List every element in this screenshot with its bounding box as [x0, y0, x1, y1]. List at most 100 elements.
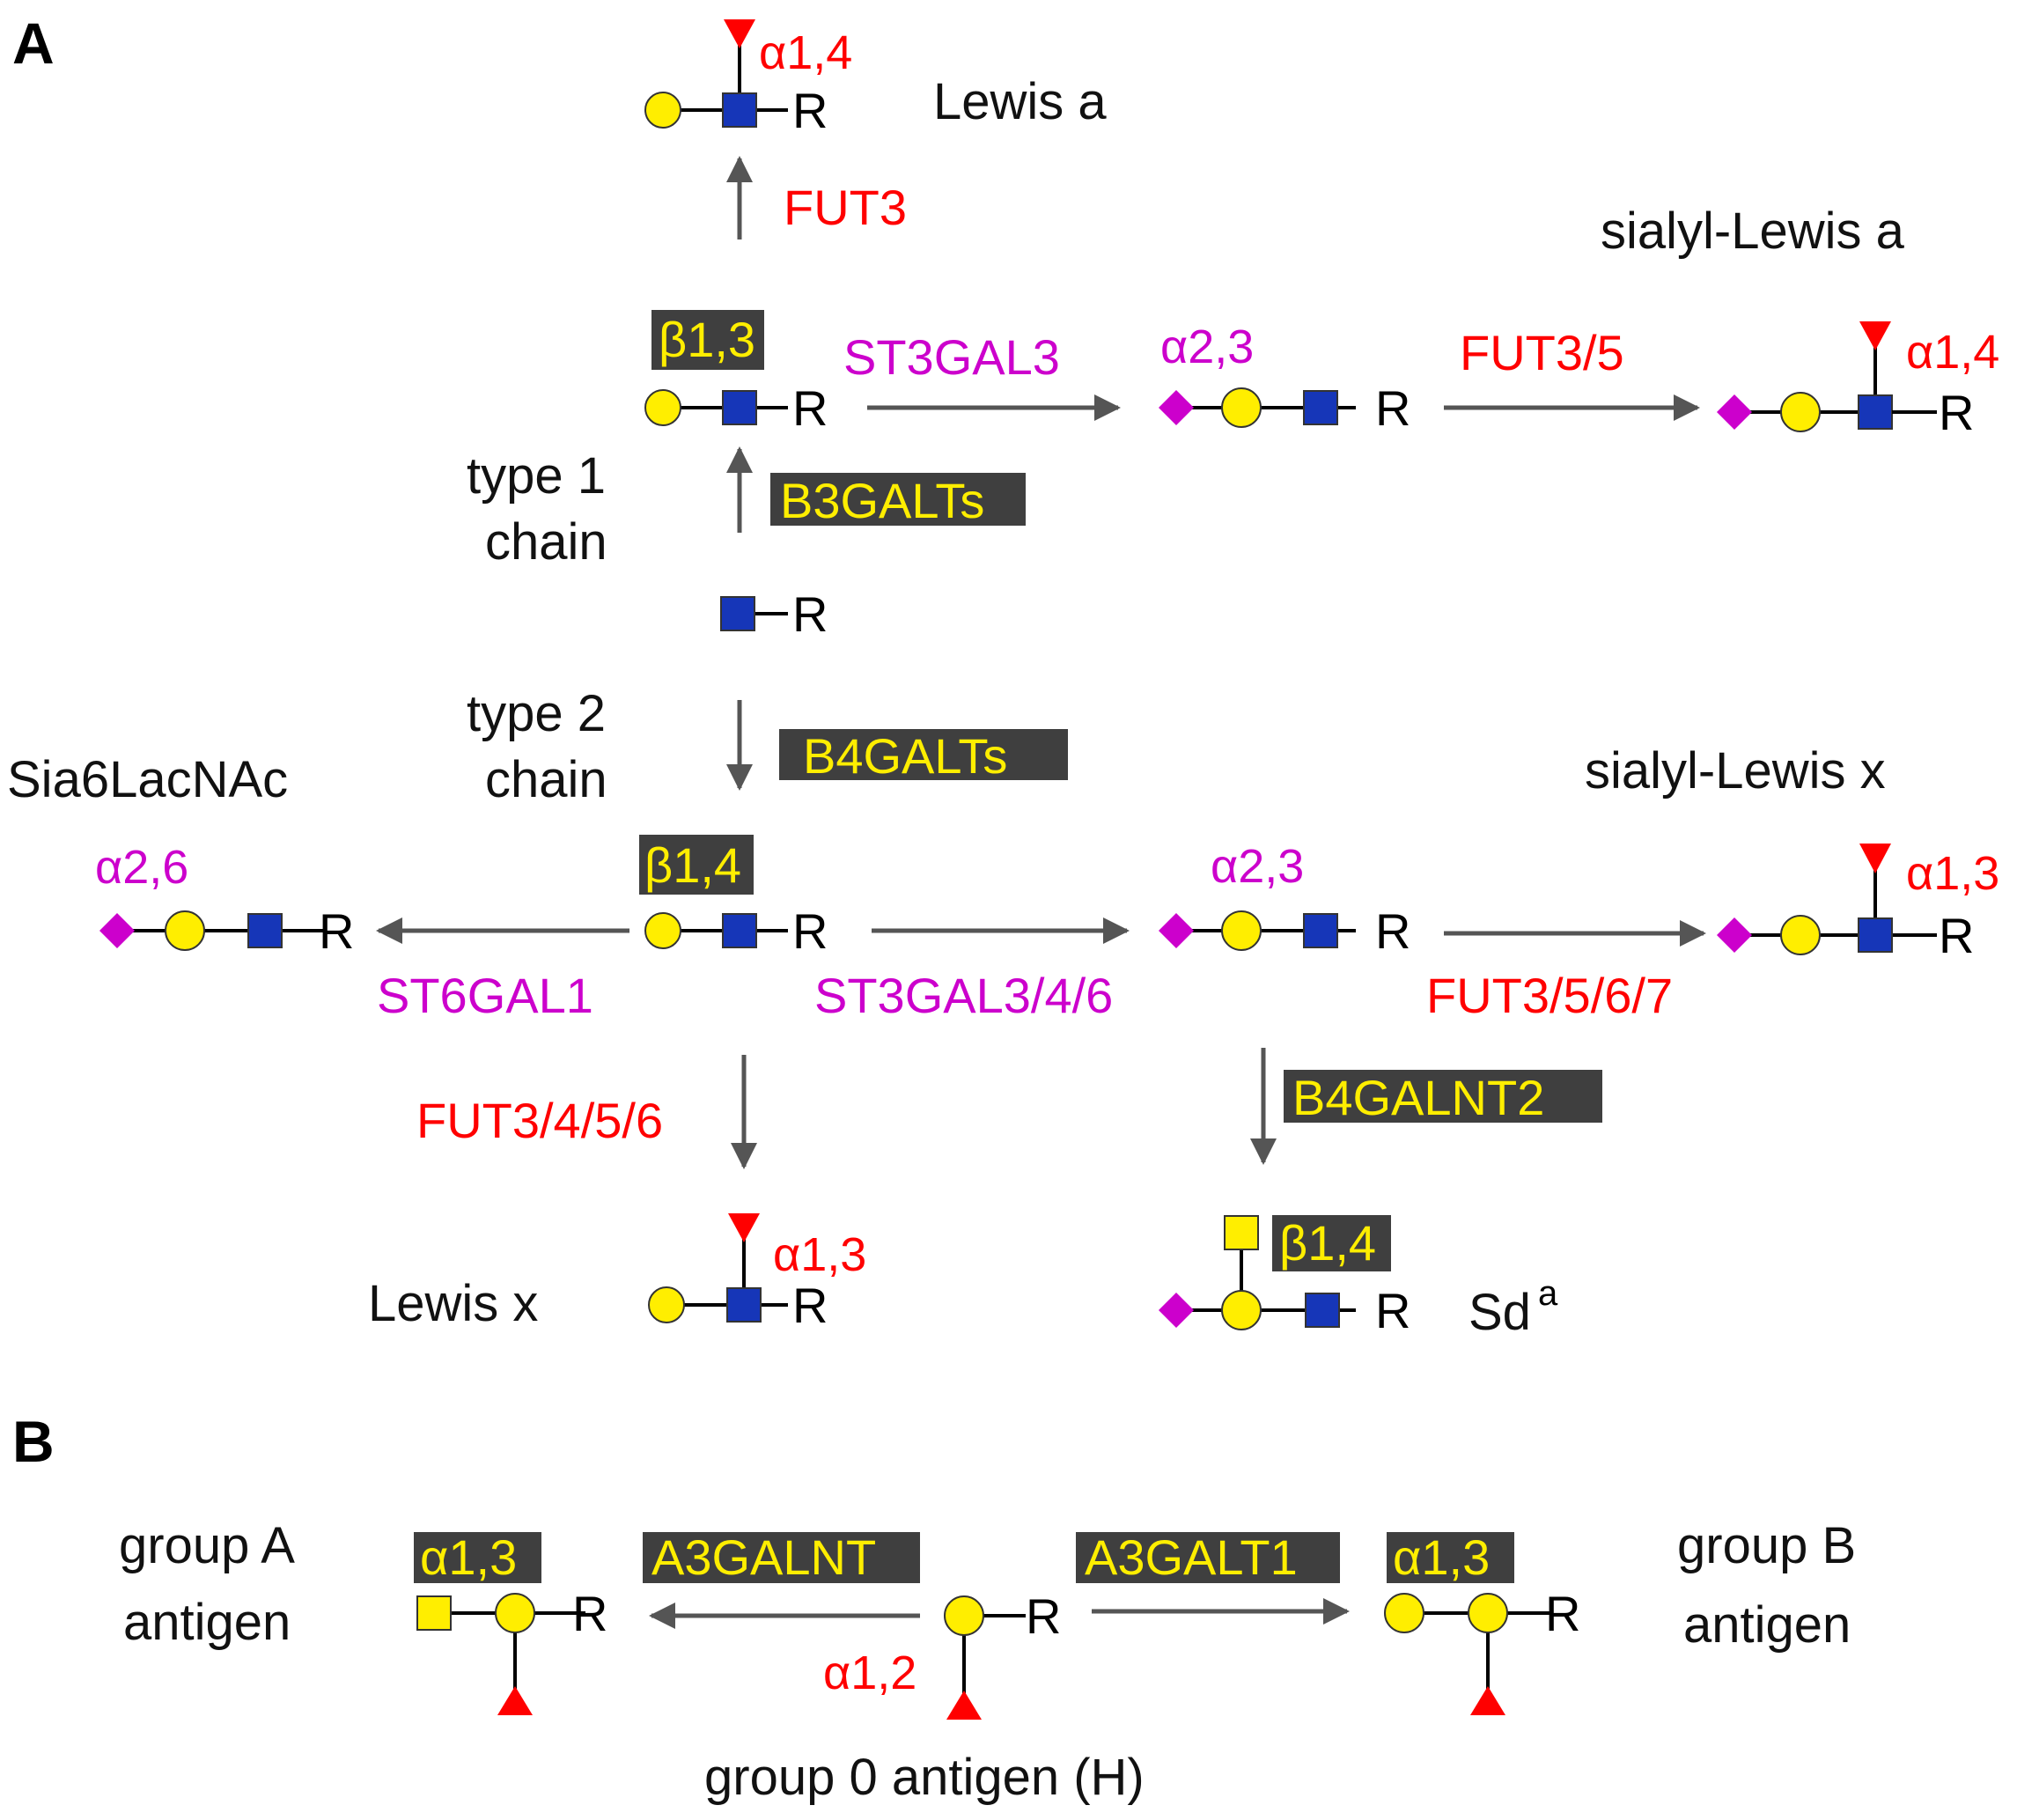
linkage-type2-gal: β1,4 — [644, 837, 741, 893]
galnac-icon — [416, 1595, 452, 1631]
galactose-icon — [1780, 392, 1821, 432]
sialic-acid-icon — [99, 913, 135, 948]
linkage-sia3-lacnac-sia: α2,3 — [1211, 840, 1304, 893]
enzyme-fut3-5: FUT3/5 — [1460, 325, 1624, 380]
linkage-sialyl-lewis-a-fuc: α1,4 — [1906, 326, 1999, 379]
enzyme-st3gal3: ST3GAL3 — [843, 329, 1060, 385]
fucose-icon — [1859, 844, 1891, 873]
galactose-icon — [1384, 1593, 1424, 1633]
linkage-group-a-galnac: α1,3 — [420, 1529, 517, 1585]
enzyme-st3gal3-4-6: ST3GAL3/4/6 — [814, 968, 1113, 1023]
glycan-group-0: R — [944, 1588, 1061, 1720]
glycan-sialyl-type1: R — [1159, 380, 1410, 436]
enzyme-box-a3galnt — [643, 1532, 920, 1583]
enzyme-fut3-4-5-6: FUT3/4/5/6 — [416, 1093, 663, 1148]
label-group-b-line1: group B — [1677, 1517, 1856, 1574]
enzyme-fut3-5-6-7: FUT3/5/6/7 — [1426, 968, 1673, 1023]
glycan-group-b: R — [1384, 1586, 1580, 1715]
glcnac-icon — [1858, 394, 1893, 430]
glycan-type1-chain: R — [644, 380, 828, 436]
galactose-icon — [495, 1593, 535, 1633]
enzyme-box-b4galts — [779, 729, 1068, 780]
glcnac-icon — [726, 1287, 762, 1323]
galnac-icon — [1224, 1215, 1259, 1250]
glcnac-icon — [247, 913, 283, 948]
glcnac-icon — [1858, 917, 1893, 953]
reducing-end-label: R — [792, 903, 828, 959]
label-sda-base: Sd — [1469, 1284, 1531, 1341]
reducing-end-label: R — [319, 903, 354, 959]
reducing-end-label: R — [1375, 903, 1410, 959]
glcnac-icon — [720, 596, 755, 631]
enzyme-b3galts: B3GALTs — [780, 473, 984, 528]
reaction-arrows — [376, 156, 1706, 1629]
galactose-icon — [1221, 387, 1262, 428]
glcnac-icon — [1305, 1293, 1340, 1328]
glycan-lewis-a: R — [644, 19, 828, 138]
glcnac-icon — [722, 390, 757, 425]
linkage-group-0-fuc: α1,2 — [823, 1647, 916, 1699]
galactose-icon — [165, 910, 205, 951]
reducing-end-label: R — [1375, 380, 1410, 436]
fucose-icon — [1470, 1686, 1505, 1715]
linkage-box-type2 — [639, 835, 754, 895]
reducing-end-label: R — [792, 83, 828, 138]
linkage-box-group-b — [1387, 1532, 1514, 1583]
galactose-icon — [1221, 1290, 1262, 1330]
galactose-icon — [944, 1595, 984, 1636]
linkage-box-type1 — [651, 310, 764, 370]
label-sialyl-lewis-a: sialyl-Lewis a — [1601, 203, 1905, 260]
linkage-box-sda — [1272, 1215, 1391, 1271]
reducing-end-label: R — [1545, 1586, 1580, 1641]
reducing-end-label: R — [792, 380, 828, 436]
label-sialyl-lewis-x: sialyl-Lewis x — [1585, 742, 1886, 799]
label-sda-sup: a — [1538, 1274, 1558, 1313]
enzyme-box-b3galts — [770, 473, 1026, 526]
reducing-end-label: R — [1939, 385, 1974, 440]
glycan-sda: R — [1159, 1215, 1410, 1338]
linkage-sialyl-a-sia: α2,3 — [1160, 321, 1254, 373]
enzyme-b4galnt2: B4GALNT2 — [1292, 1070, 1544, 1125]
fucose-icon — [946, 1691, 982, 1720]
glycan-sialyl-lewis-a: R — [1717, 321, 1974, 440]
galactose-icon — [644, 92, 681, 129]
label-type2-line2: chain — [485, 751, 607, 808]
linkage-box-group-a — [414, 1532, 541, 1583]
reducing-end-label: R — [1375, 1283, 1410, 1338]
panel-label-b: B — [12, 1409, 55, 1474]
galactose-icon — [644, 912, 681, 949]
galactose-icon — [644, 389, 681, 426]
label-group-0: group 0 antigen (H) — [704, 1749, 1145, 1806]
enzyme-a3galt1: A3GALT1 — [1085, 1529, 1298, 1585]
glycan-group-a: R — [416, 1586, 607, 1715]
linkage-lewis-x-fuc: α1,3 — [773, 1228, 866, 1281]
glycan-lewis-x: R — [648, 1213, 828, 1333]
linkage-sia6-sia: α2,6 — [95, 841, 188, 894]
sialic-acid-icon — [1717, 394, 1752, 430]
reducing-end-label: R — [1026, 1588, 1061, 1644]
fucose-icon — [497, 1686, 533, 1715]
linkage-sda-galnac: β1,4 — [1279, 1215, 1376, 1271]
reducing-end-label: R — [1939, 908, 1974, 963]
sialic-acid-icon — [1159, 390, 1194, 425]
sialic-acid-icon — [1159, 913, 1194, 948]
galactose-icon — [1468, 1593, 1508, 1633]
fucose-icon — [1859, 321, 1891, 350]
enzyme-b4galts: B4GALTs — [803, 728, 1007, 784]
sialic-acid-icon — [1717, 917, 1752, 953]
glcnac-icon — [722, 92, 757, 128]
glycan-type2-chain: R — [644, 903, 828, 959]
galactose-icon — [1780, 915, 1821, 955]
glycan-sia6lacnac: R — [99, 903, 354, 959]
sialic-acid-icon — [1159, 1293, 1194, 1328]
label-type1-line1: type 1 — [467, 447, 606, 505]
linkage-sialyl-lewis-x-fuc: α1,3 — [1906, 847, 1999, 900]
galactose-icon — [648, 1286, 685, 1323]
reducing-end-label: R — [792, 1278, 828, 1333]
fucose-icon — [728, 1213, 760, 1242]
label-lewis-a: Lewis a — [933, 73, 1107, 130]
glycan-sialyl-lewis-x: R — [1717, 844, 1974, 963]
glcnac-icon — [722, 913, 757, 948]
